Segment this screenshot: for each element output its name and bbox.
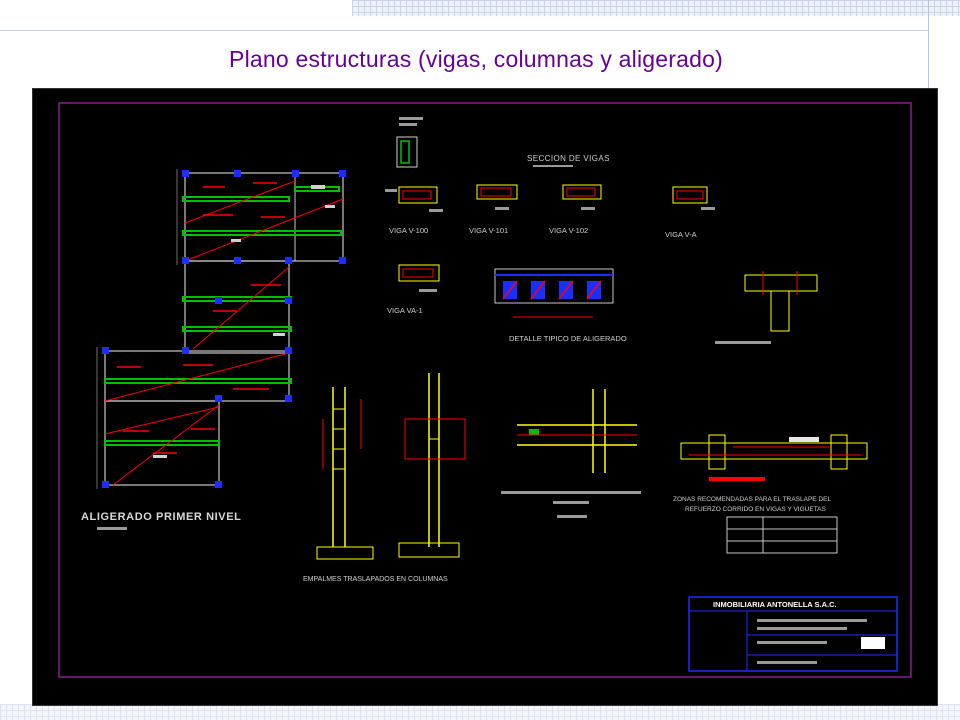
beam-label-v100: VIGA V-100 [389, 226, 428, 235]
decorative-grid-band [352, 0, 960, 16]
decorative-rule [0, 30, 928, 31]
node-detail [501, 389, 641, 518]
plan-label: ALIGERADO PRIMER NIVEL [81, 511, 242, 523]
beam-label-va: VIGA V-A [665, 230, 697, 239]
decorative-grid-footer [0, 704, 960, 720]
beam-splice-zones: ZONAS RECOMENDADAS PARA EL TRASLAPE DEL … [673, 434, 868, 554]
beam-label-va1: VIGA VA-1 [387, 306, 423, 315]
cad-drawing: ALIGERADO PRIMER NIVEL SECCION DE VIGAS … [58, 102, 912, 678]
beam-column-detail [715, 271, 818, 344]
cad-drawing-viewport: ALIGERADO PRIMER NIVEL SECCION DE VIGAS … [32, 88, 938, 706]
drawing-frame [58, 102, 912, 678]
beam-label-v102: VIGA V-102 [549, 226, 588, 235]
decorative-rule-vertical [928, 0, 929, 90]
splice-zones-line1: ZONAS RECOMENDADAS PARA EL TRASLAPE DEL [673, 496, 831, 503]
beam-label-v101: VIGA V-101 [469, 226, 508, 235]
title-block-company: INMOBILIARIA ANTONELLA S.A.C. [713, 600, 837, 609]
slab-floor-plan: ALIGERADO PRIMER NIVEL [81, 169, 346, 530]
splice-label: EMPALMES TRASLAPADOS EN COLUMNAS [303, 576, 448, 583]
beam-sections-title: SECCION DE VIGAS [527, 154, 610, 163]
splice-zones-line2: REFUERZO CORRIDO EN VIGAS Y VIGUETAS [685, 506, 827, 513]
column-splices: EMPALMES TRASLAPADOS EN COLUMNAS [303, 373, 466, 583]
slab-detail: DETALLE TIPICO DE ALIGERADO [494, 268, 627, 343]
title-block: INMOBILIARIA ANTONELLA S.A.C. [688, 596, 898, 672]
slab-detail-label: DETALLE TIPICO DE ALIGERADO [509, 334, 627, 343]
beam-sections: SECCION DE VIGAS VIGA V-100 VIGA V-101 V… [385, 117, 715, 315]
slide-title: Plano estructuras (vigas, columnas y ali… [229, 46, 723, 72]
